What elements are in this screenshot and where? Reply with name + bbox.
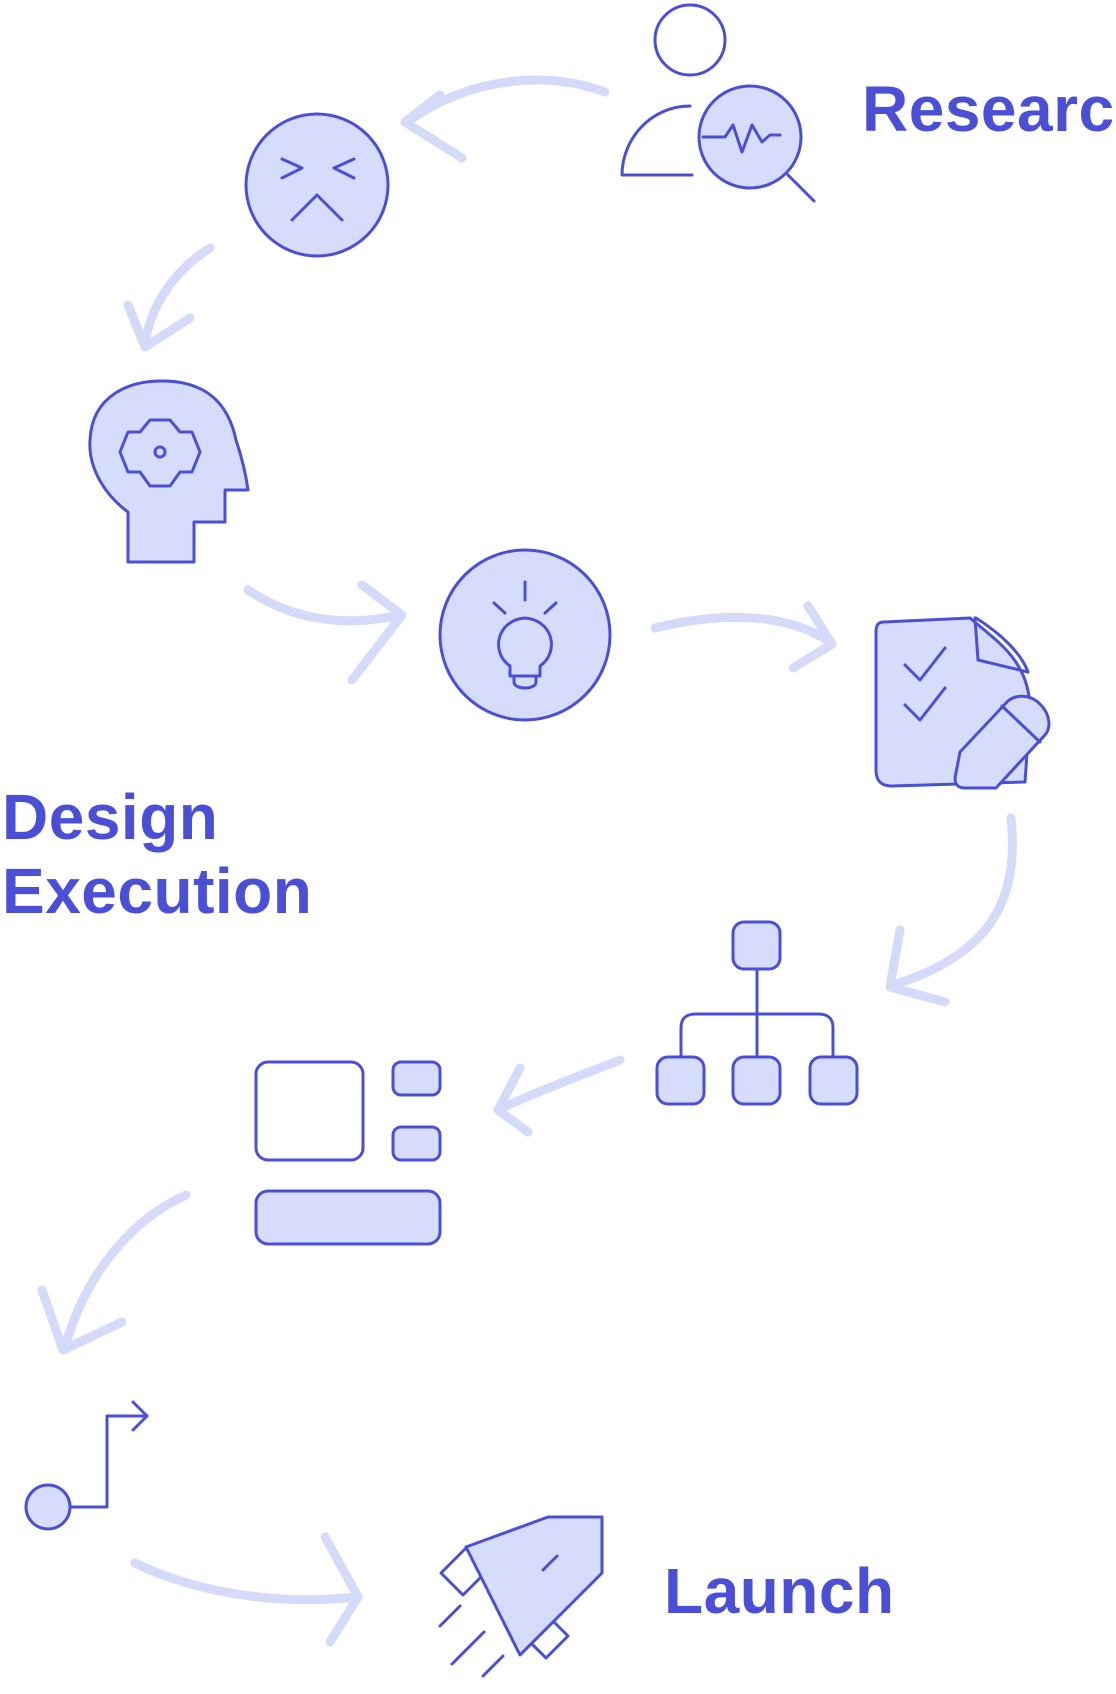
design-label-line2: Execution: [2, 855, 313, 927]
flow-arrow-1: [400, 75, 610, 163]
flow-arrow-8: [130, 1532, 363, 1647]
rocket-launch-icon: [438, 1515, 604, 1678]
research-label: Research: [862, 73, 1116, 145]
user-research-icon: [620, 3, 816, 203]
flow-arrow-2: [123, 243, 215, 352]
flow-arrow-6: [493, 1055, 625, 1137]
route-path-icon: [24, 1400, 149, 1531]
wireframe-layout-icon: [254, 1060, 442, 1246]
flow-arrow-7: [37, 1190, 191, 1355]
lightbulb-icon: [438, 548, 612, 722]
flow-arrow-5: [885, 813, 1017, 1007]
document-checklist-edit-icon: [874, 616, 1051, 790]
flow-arrow-3: [243, 580, 407, 685]
flow-arrow-4: [650, 601, 837, 673]
head-gear-icon: [88, 379, 250, 564]
sitemap-hierarchy-icon: [655, 920, 859, 1106]
design-execution-label: Design Execution: [2, 780, 312, 928]
frustrated-face-icon: [244, 112, 390, 258]
launch-label: Launch: [664, 1555, 895, 1627]
design-label-line1: Design: [2, 781, 219, 853]
